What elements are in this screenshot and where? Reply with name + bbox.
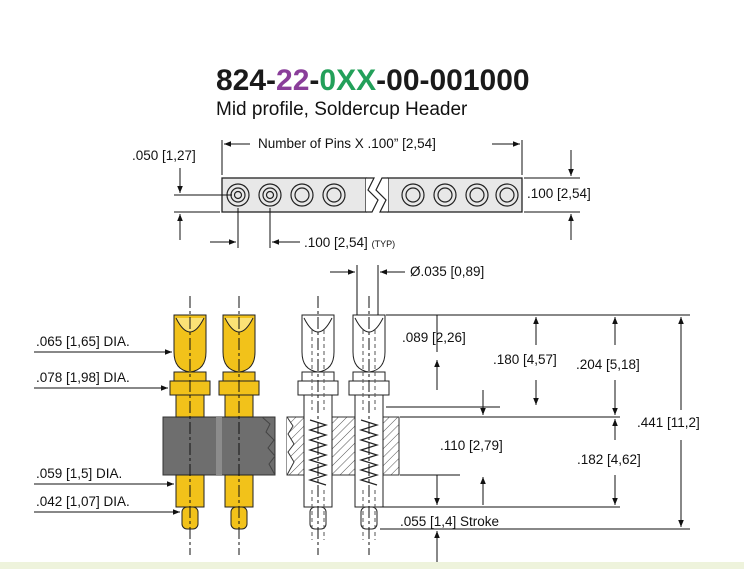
dim-dia-042: .042 [1,07] DIA. <box>36 494 130 509</box>
dim-pitch-value: .100 [2,54] <box>304 235 368 250</box>
dim-180: .180 [4,57] <box>493 352 557 367</box>
dim-110: .110 [2,79] <box>440 438 503 453</box>
dim-441: .441 [11,2] <box>637 415 700 430</box>
dim-182: .182 [4,62] <box>577 452 641 467</box>
dim-204: .204 [5,18] <box>576 357 640 372</box>
dim-cup-diameter: Ø.035 [0,89] <box>410 264 485 279</box>
dim-pitch-typ: (TYP) <box>371 239 396 249</box>
dim-strip-height: .100 [2,54] <box>527 186 591 201</box>
dim-pitch: .100 [2,54] (TYP) <box>304 235 395 250</box>
dim-dia-059: .059 [1,5] DIA. <box>36 466 123 481</box>
height-dimension-lines <box>330 265 690 562</box>
diameter-leader-lines <box>34 349 180 515</box>
part-number-style-code: 22 <box>276 64 310 97</box>
part-number-pin-count-code: 0XX <box>319 64 377 97</box>
dim-number-of-pins: Number of Pins X .100” [2,54] <box>258 136 436 151</box>
gold-pins-side-view <box>162 296 276 555</box>
dim-dia-065: .065 [1,65] DIA. <box>36 334 130 349</box>
part-number-title: 824-22-0XX-00-001000 <box>216 64 530 98</box>
top-view-dimension-lines <box>174 140 580 248</box>
dim-stroke: .055 [1,4] Stroke <box>400 514 500 529</box>
part-number-prefix: 824- <box>216 64 277 97</box>
dim-dia-078: .078 [1,98] DIA. <box>36 370 130 385</box>
part-subtitle: Mid profile, Soldercup Header <box>216 99 468 120</box>
dim-top-offset: .050 [1,27] <box>132 148 196 163</box>
part-number-dash: - <box>309 64 320 97</box>
footer-tint-bar <box>0 562 744 569</box>
part-number-suffix: -00-001000 <box>376 64 530 97</box>
top-view-pin-holes <box>226 183 519 207</box>
outline-pins-section-view <box>286 296 400 555</box>
dim-089: .089 [2,26] <box>402 330 466 345</box>
top-view-header-strip <box>221 177 523 213</box>
